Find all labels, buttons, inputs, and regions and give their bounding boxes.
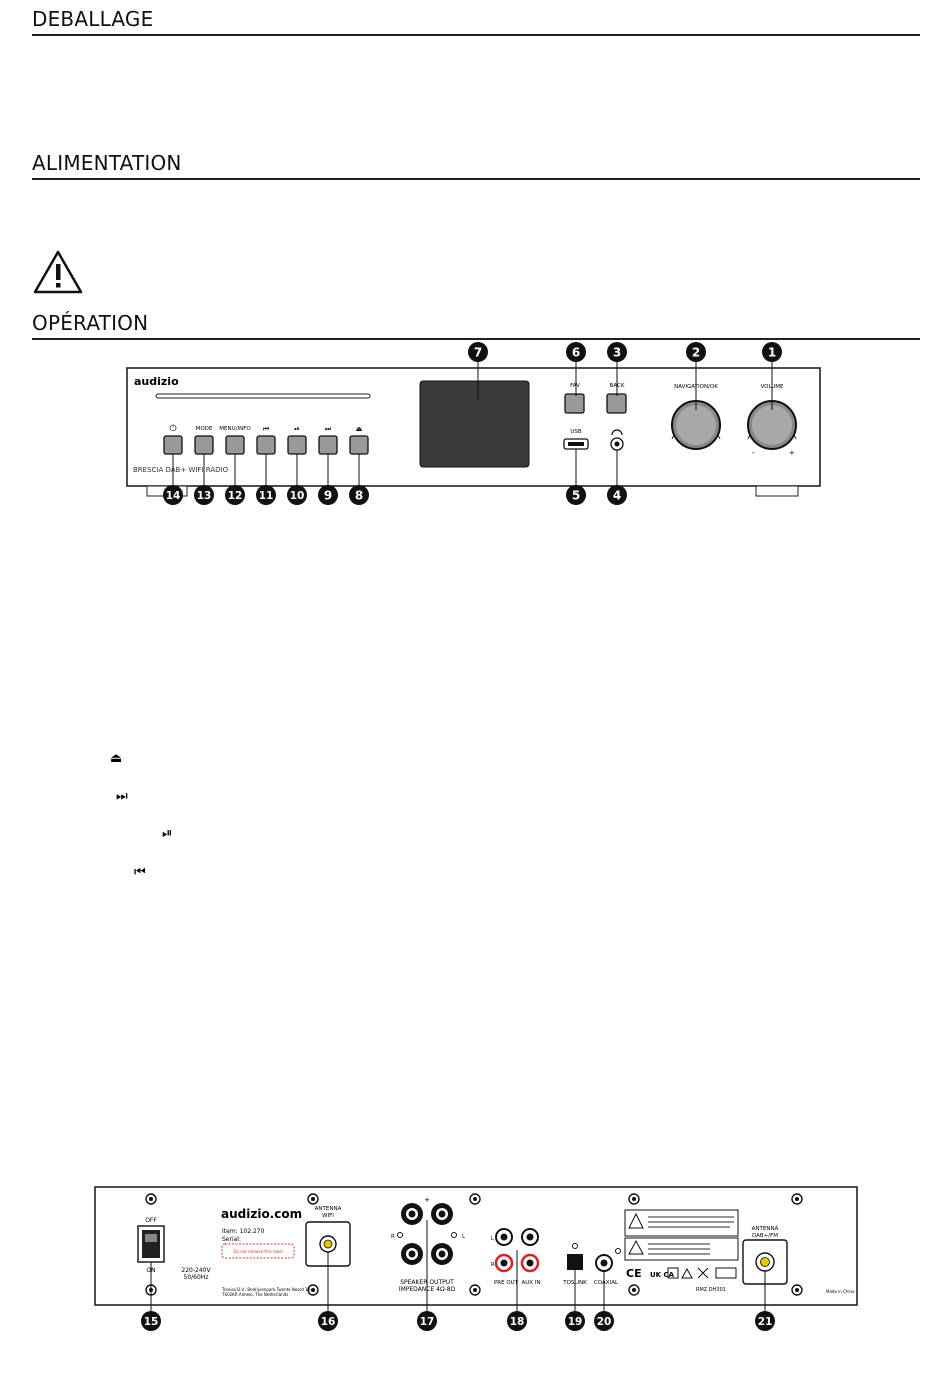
section-heading-deballage: DEBALLAGE bbox=[32, 7, 920, 36]
switch-off-label: OFF bbox=[145, 1217, 157, 1224]
rca-connectors bbox=[494, 1228, 540, 1273]
rear-panel-diagram: OFF ON 220-240V 50/60Hz audizio.com Item… bbox=[94, 1186, 858, 1331]
ukca-mark: UK CA bbox=[650, 1271, 675, 1279]
address-line-1: Tronios B.V., Bedrijvenpark Twente Noord… bbox=[221, 1287, 312, 1292]
next-button bbox=[318, 435, 338, 455]
callout-7: 7 bbox=[474, 346, 482, 360]
callout-4: 4 bbox=[613, 489, 621, 503]
callout-13: 13 bbox=[197, 490, 212, 502]
callout-20: 20 bbox=[597, 1316, 612, 1328]
serial-sticker bbox=[221, 1243, 295, 1259]
serial-note: Do not remove this label bbox=[233, 1249, 282, 1254]
callout-10: 10 bbox=[290, 490, 305, 502]
warning-sticker-1 bbox=[624, 1209, 739, 1237]
play-pause-button bbox=[287, 435, 307, 455]
section-title: ALIMENTATION bbox=[32, 151, 182, 175]
fav-label: FAV bbox=[570, 383, 580, 389]
menu-info-button bbox=[225, 435, 245, 455]
speaker-l-label: L bbox=[462, 1234, 466, 1240]
wifi-label-2: WIFI bbox=[322, 1213, 334, 1219]
volume-minus: - bbox=[752, 449, 755, 457]
volume-plus: + bbox=[789, 449, 795, 457]
callout-5: 5 bbox=[572, 489, 580, 503]
item-label: Item: 102.270 bbox=[222, 1228, 265, 1235]
svg-text:+: + bbox=[424, 1196, 430, 1204]
speaker-terminals bbox=[401, 1203, 453, 1265]
power-button bbox=[163, 435, 183, 455]
voltage-label: 220-240V bbox=[181, 1267, 211, 1274]
section-title: DEBALLAGE bbox=[32, 7, 154, 31]
prev-label: ⏮ bbox=[263, 425, 269, 433]
callout-11: 11 bbox=[259, 490, 274, 502]
power-symbol-label: ⏻ bbox=[169, 423, 176, 434]
cd-slot bbox=[155, 393, 371, 399]
callout-14: 14 bbox=[166, 490, 181, 502]
mode-label: MODE bbox=[196, 426, 213, 432]
rcm-label: RMZ DH301 bbox=[696, 1287, 726, 1293]
headphone-icon bbox=[611, 429, 623, 436]
front-foot-right bbox=[755, 485, 799, 497]
pre-out-label: PRE OUT bbox=[494, 1280, 519, 1286]
ce-mark: CE bbox=[626, 1267, 642, 1280]
callout-8: 8 bbox=[355, 489, 363, 503]
eject-label: ⏏ bbox=[356, 425, 363, 433]
back-button bbox=[606, 393, 627, 414]
callout-1: 1 bbox=[768, 346, 776, 360]
section-heading-operation: OPÉRATION bbox=[32, 311, 920, 340]
callout-19: 19 bbox=[568, 1316, 583, 1328]
next-track-icon: ⏭ bbox=[116, 789, 128, 804]
callouts-bottom: 14 13 12 11 10 9 8 5 4 bbox=[163, 485, 627, 505]
play-pause-label: ⏯ bbox=[294, 425, 300, 433]
previous-track-icon: ⏮ bbox=[134, 865, 146, 880]
callout-15: 15 bbox=[144, 1316, 159, 1328]
fav-button bbox=[564, 393, 585, 414]
callout-21: 21 bbox=[758, 1316, 773, 1328]
rca-l-label: L bbox=[491, 1236, 494, 1242]
cert-house-icon bbox=[681, 1267, 693, 1279]
previous-button bbox=[256, 435, 276, 455]
mode-button bbox=[194, 435, 214, 455]
address-line-2: 7602KR Almelo, The Netherlands bbox=[222, 1292, 288, 1297]
eject-icon: ⏏ bbox=[110, 751, 123, 766]
speaker-r-label: R bbox=[391, 1234, 395, 1240]
coaxial-label: COAXIAL bbox=[594, 1280, 619, 1286]
frequency-label: 50/60Hz bbox=[184, 1274, 209, 1281]
dab-label-1: ANTENNA bbox=[752, 1226, 779, 1232]
website-label: audizio.com bbox=[221, 1207, 302, 1221]
serial-label: Serial: bbox=[222, 1236, 241, 1243]
brand-logo: audizio bbox=[134, 375, 179, 388]
section-heading-alimentation: ALIMENTATION bbox=[32, 151, 920, 180]
cert-square-icon bbox=[667, 1267, 679, 1279]
weee-bin-icon bbox=[697, 1267, 709, 1279]
dab-label-2: DAB+/FM bbox=[752, 1233, 778, 1239]
section-title: OPÉRATION bbox=[32, 311, 149, 335]
usb-label: USB bbox=[570, 429, 582, 435]
menu-info-label: MENU/INFO bbox=[219, 426, 251, 432]
rear-callouts: 15 16 17 18 19 20 21 bbox=[141, 1311, 775, 1331]
model-name: BRESCIA DAB+ WIFI RADIO bbox=[133, 466, 229, 474]
eject-button bbox=[349, 435, 369, 455]
made-in-label: Made in China bbox=[826, 1289, 855, 1294]
callout-18: 18 bbox=[510, 1316, 525, 1328]
warning-icon bbox=[33, 250, 83, 294]
callout-17: 17 bbox=[420, 1316, 435, 1328]
callout-16: 16 bbox=[321, 1316, 336, 1328]
callout-12: 12 bbox=[228, 490, 243, 502]
manual-book-icon bbox=[715, 1267, 737, 1279]
next-label: ⏭ bbox=[325, 425, 332, 433]
play-pause-icon: ⏯ bbox=[162, 826, 173, 841]
callouts-top: 7 6 3 2 1 bbox=[468, 342, 782, 362]
wifi-label-1: ANTENNA bbox=[315, 1206, 342, 1212]
callout-9: 9 bbox=[324, 489, 332, 503]
aux-in-label: AUX IN bbox=[521, 1280, 540, 1286]
toslink-port bbox=[567, 1254, 583, 1270]
rca-r-label: R bbox=[491, 1262, 495, 1268]
front-panel-diagram: audizio BRESCIA DAB+ WIFI RADIO ⏻ MODE M… bbox=[126, 342, 821, 505]
display-screen bbox=[419, 380, 530, 468]
callout-6: 6 bbox=[572, 346, 580, 360]
callout-3: 3 bbox=[613, 346, 621, 360]
callout-2: 2 bbox=[692, 346, 700, 360]
